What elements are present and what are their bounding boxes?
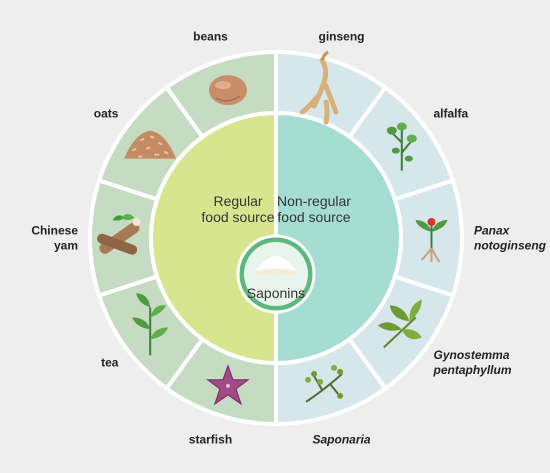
inner-right-label-line1: Non-regular [277,193,351,209]
bean-icon [208,74,248,106]
source-label-left-1: beans [193,29,228,43]
inner-right-label-line2: food source [277,209,350,225]
source-label-left-3: yam [54,239,78,253]
source-label-right-4: Gynostemma [434,348,510,362]
inner-left-half [149,110,278,366]
source-label-right-3: notoginseng [474,239,547,253]
source-label-right-1: ginseng [319,29,365,43]
source-label-right-3: Panax [474,224,511,238]
source-label-right-4: pentaphyllum [433,363,512,377]
source-label-right-5: Saponaria [312,433,370,447]
source-label-left-4: tea [101,356,119,370]
source-label-left-5: starfish [189,433,232,447]
inner-left-label-line1: Regular [213,193,262,209]
source-label-right-2: alfalfa [434,106,469,120]
inner-right-half [274,110,403,366]
center-label: Saponins [247,285,305,301]
source-label-left-3: Chinese [31,224,78,238]
inner-ring [149,110,403,366]
inner-left-label-line2: food source [201,209,274,225]
source-label-left-2: oats [94,106,119,120]
